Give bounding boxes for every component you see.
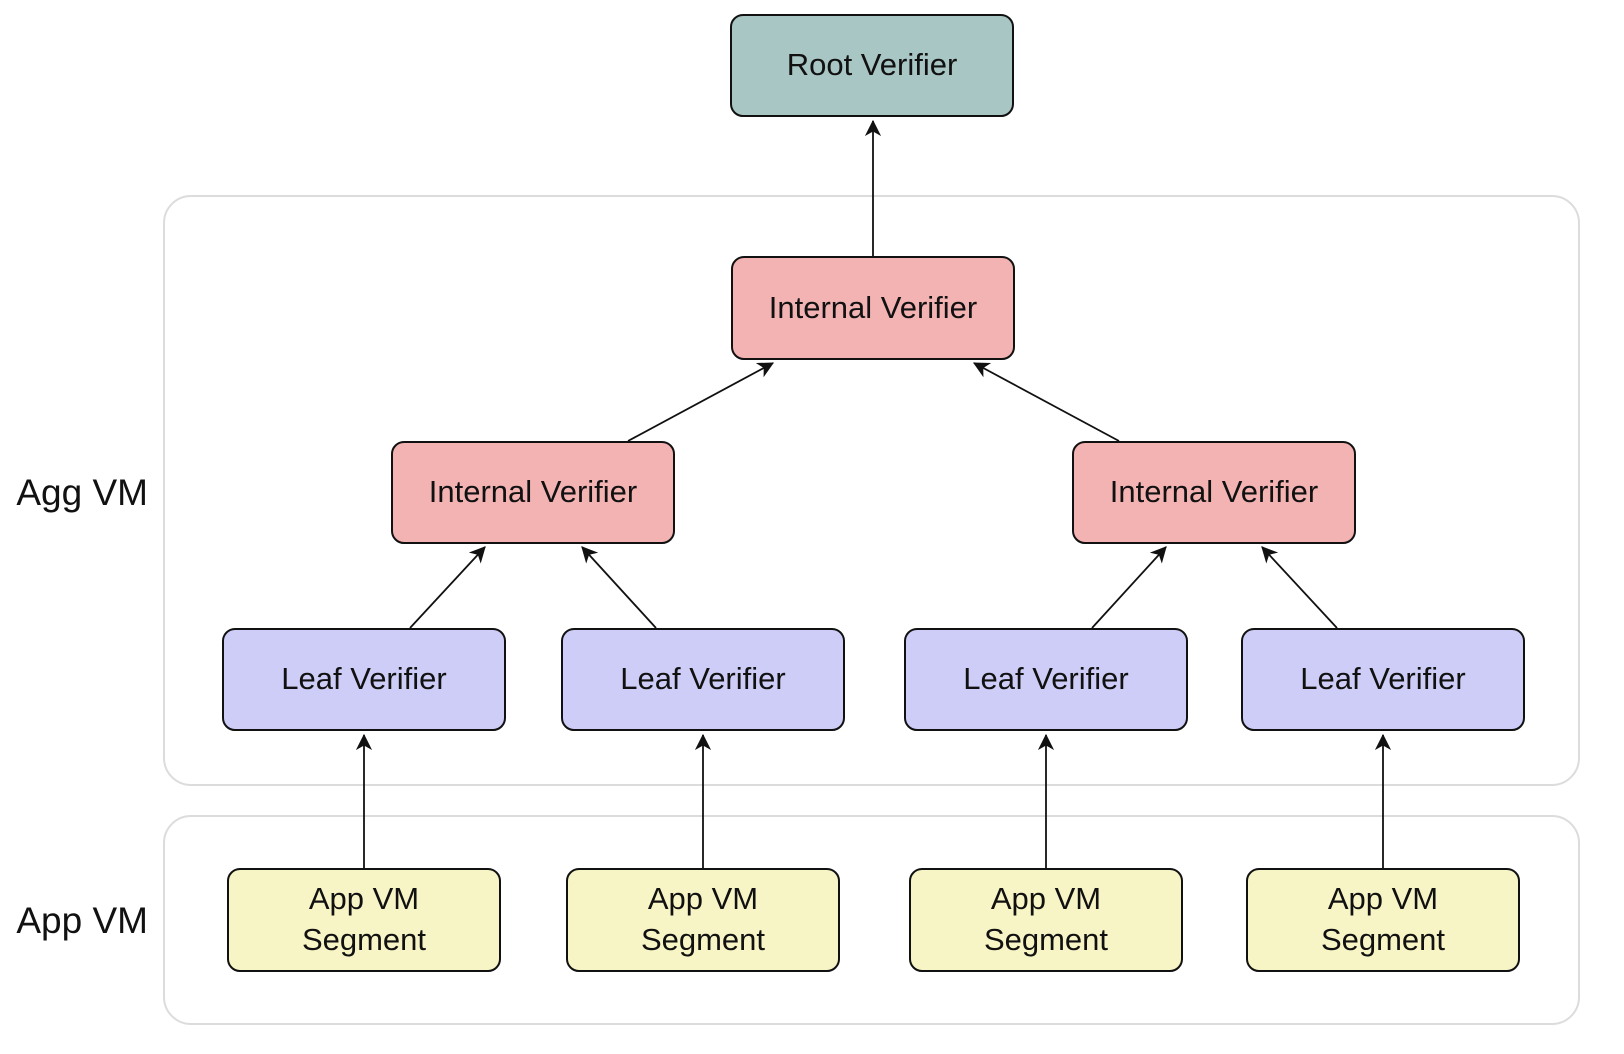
node-leaf-verifier-1: Leaf Verifier — [222, 628, 506, 731]
node-leaf-verifier-2: Leaf Verifier — [561, 628, 845, 731]
node-label-line2: Segment — [640, 922, 766, 957]
node-label: Internal Verifier — [768, 289, 978, 325]
node-label-line1: App VM — [308, 881, 420, 917]
node-label: Leaf Verifier — [1300, 661, 1466, 697]
node-label: Leaf Verifier — [620, 661, 786, 697]
node-app-vm-segment-3: App VM Segment — [909, 868, 1183, 972]
node-label-line2: Segment — [1320, 922, 1446, 957]
app-vm-region — [163, 815, 1580, 1025]
node-internal-verifier-top: Internal Verifier — [731, 256, 1015, 360]
node-app-vm-segment-1: App VM Segment — [227, 868, 501, 972]
node-label-line2: Segment — [301, 922, 427, 957]
agg-vm-region-label: Agg VM — [16, 472, 148, 513]
node-app-vm-segment-2: App VM Segment — [566, 868, 840, 972]
app-vm-region-label: App VM — [16, 900, 148, 941]
agg-vm-region — [163, 195, 1580, 786]
node-leaf-verifier-3: Leaf Verifier — [904, 628, 1188, 731]
node-internal-verifier-left: Internal Verifier — [391, 441, 675, 544]
node-label: Root Verifier — [786, 47, 958, 83]
node-label-line1: App VM — [647, 881, 759, 917]
node-label: Internal Verifier — [1109, 474, 1319, 510]
node-root-verifier: Root Verifier — [730, 14, 1014, 117]
node-leaf-verifier-4: Leaf Verifier — [1241, 628, 1525, 731]
node-label-line1: App VM — [990, 881, 1102, 917]
node-app-vm-segment-4: App VM Segment — [1246, 868, 1520, 972]
node-label-line2: Segment — [983, 922, 1109, 957]
node-internal-verifier-right: Internal Verifier — [1072, 441, 1356, 544]
node-label: Internal Verifier — [428, 474, 638, 510]
node-label-line1: App VM — [1327, 881, 1439, 917]
node-label: Leaf Verifier — [281, 661, 447, 697]
node-label: Leaf Verifier — [963, 661, 1129, 697]
